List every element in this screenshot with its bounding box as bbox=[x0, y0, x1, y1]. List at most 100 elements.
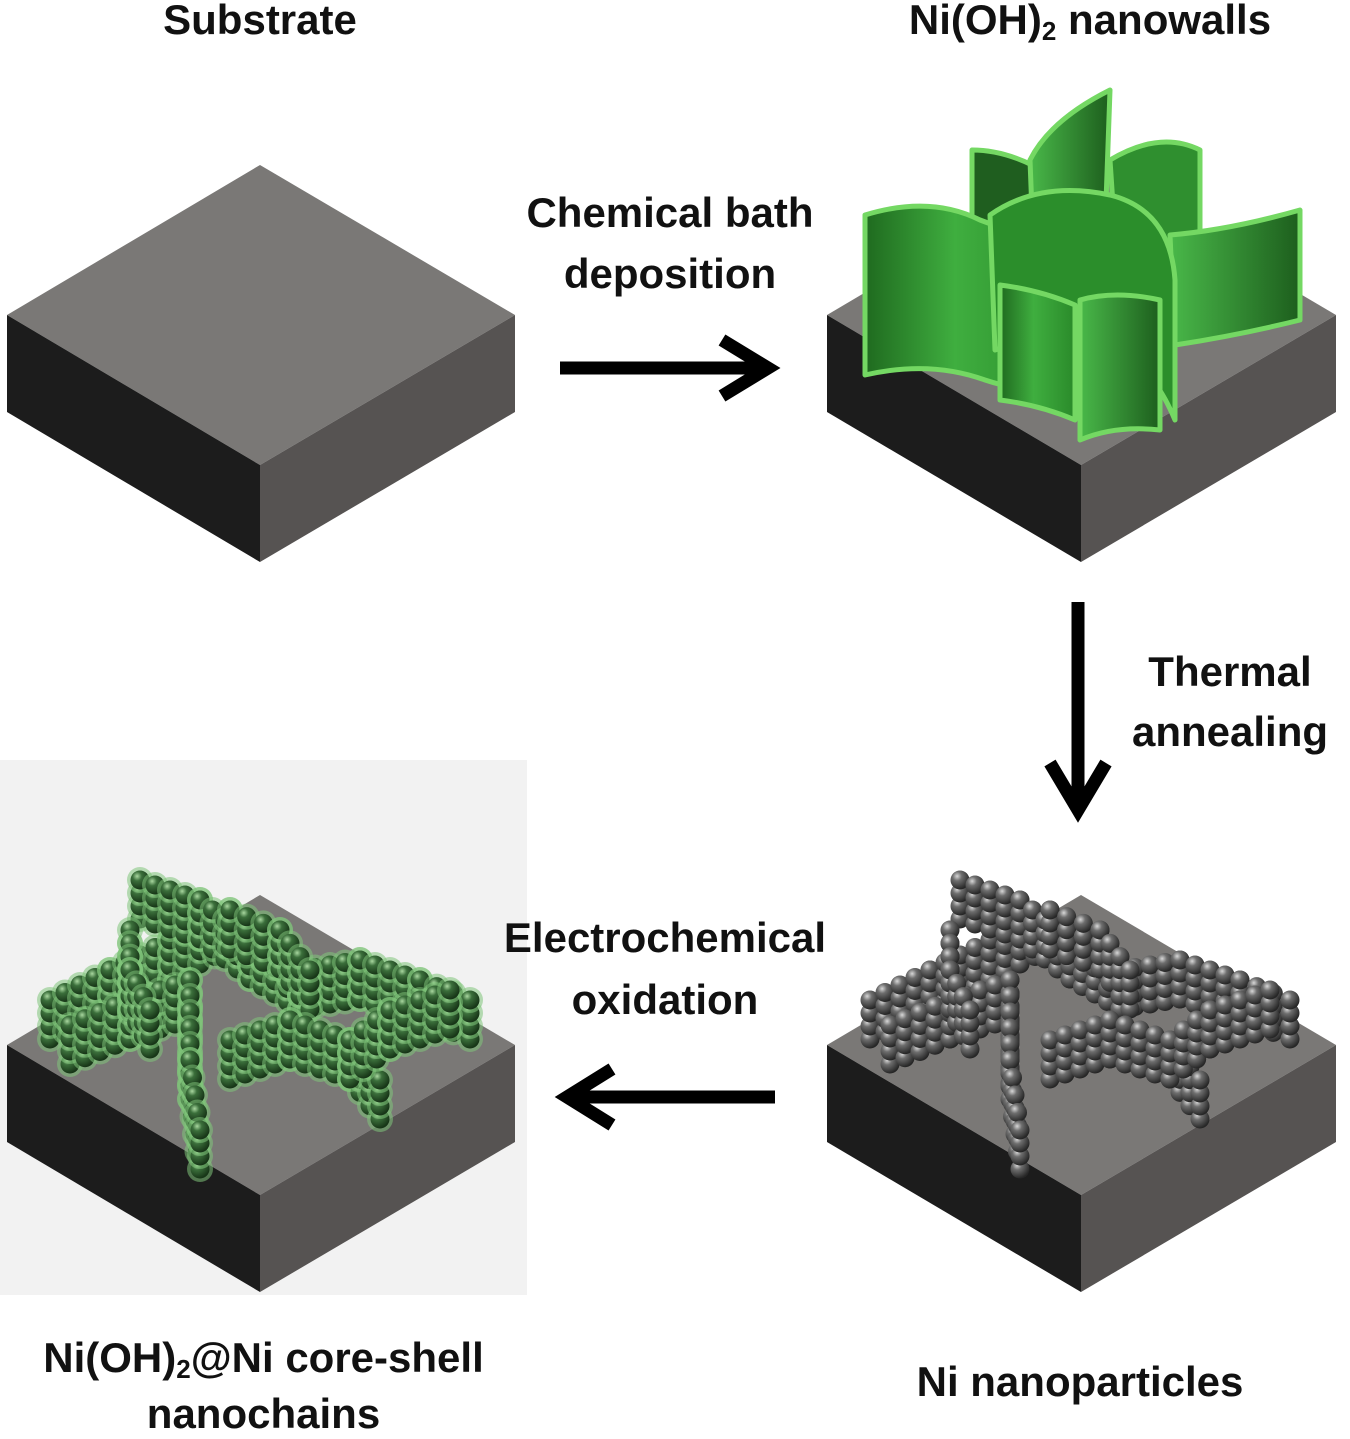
ni-nanoparticle-chains bbox=[860, 870, 1300, 1179]
ni-particle bbox=[980, 956, 1000, 976]
step3-label-line1: Electrochemical bbox=[503, 914, 827, 961]
ni-particle bbox=[1005, 1085, 1025, 1105]
ni-particle bbox=[880, 1041, 900, 1061]
ni-particle bbox=[960, 1039, 980, 1059]
ni-particle bbox=[910, 1016, 930, 1035]
nanowall-front-left bbox=[997, 282, 1078, 423]
nanowalls-label-post: nanowalls bbox=[1056, 0, 1272, 43]
arrow-left bbox=[554, 1063, 775, 1131]
ni-particle bbox=[1155, 953, 1175, 972]
ni-particle bbox=[1100, 1049, 1120, 1069]
ni-particle bbox=[1130, 1033, 1150, 1053]
ni-particle bbox=[1057, 933, 1077, 953]
ni-particle bbox=[1120, 999, 1140, 1019]
ni-particle bbox=[1280, 1016, 1300, 1036]
ni-particle bbox=[1140, 981, 1160, 1001]
core-shell-label-post: @Ni core-shell bbox=[190, 1334, 484, 1381]
ni-particle bbox=[1100, 933, 1120, 953]
ni-particle bbox=[1073, 952, 1093, 972]
ni-particle bbox=[1155, 979, 1175, 998]
ni-particle bbox=[1085, 1028, 1105, 1048]
ni-particle bbox=[1130, 1046, 1150, 1066]
ni-particle bbox=[985, 975, 1005, 995]
ni-particle bbox=[1245, 1024, 1265, 1044]
ni-particle bbox=[940, 920, 960, 940]
ni-particle bbox=[1200, 986, 1220, 1006]
ni-particle bbox=[1115, 1015, 1135, 1035]
ni-particle bbox=[890, 975, 910, 995]
ni-particle bbox=[1057, 920, 1077, 940]
ni-particle bbox=[1115, 1054, 1135, 1074]
ni-particle bbox=[995, 924, 1015, 944]
ni-particle bbox=[1260, 1019, 1280, 1039]
ni-particle bbox=[1260, 980, 1280, 1000]
ni-particle bbox=[1000, 1034, 1020, 1054]
ni-particle bbox=[940, 947, 960, 967]
ni-particle bbox=[985, 988, 1005, 1008]
ni-particle bbox=[925, 1022, 945, 1042]
ni-particle bbox=[1280, 1003, 1300, 1023]
ni-particle bbox=[1008, 1103, 1027, 1122]
step2-label-line2: annealing bbox=[1131, 708, 1329, 755]
ni-particle bbox=[1215, 978, 1235, 998]
ni-particle bbox=[1085, 1015, 1105, 1035]
ni-particle bbox=[1200, 960, 1220, 980]
core-particle bbox=[440, 980, 460, 1000]
ni-particle bbox=[1120, 960, 1140, 980]
ni-particle bbox=[1185, 981, 1205, 1001]
ni-particle bbox=[1185, 968, 1205, 988]
core-shell-label-line1: Ni(OH)2@Ni core-shell bbox=[0, 1333, 527, 1383]
ni-particle bbox=[1073, 926, 1093, 946]
ni-nanoparticles-label: Ni nanoparticles bbox=[916, 1358, 1244, 1405]
ni-particle bbox=[980, 943, 1000, 963]
ni-particle bbox=[1200, 1026, 1220, 1046]
ni-particle bbox=[905, 981, 925, 1000]
ni-particle bbox=[1280, 990, 1300, 1010]
arrow-down bbox=[1044, 602, 1112, 823]
ni-particle bbox=[1230, 970, 1250, 990]
ni-particle bbox=[1160, 1069, 1180, 1089]
ni-particle bbox=[1190, 1070, 1210, 1090]
ni-particle bbox=[1057, 907, 1077, 927]
ni-particle bbox=[920, 960, 940, 980]
ni-particle bbox=[1230, 1016, 1250, 1036]
ni-particle bbox=[1000, 986, 1020, 1006]
substrate-right-face bbox=[260, 315, 515, 562]
ni-particle bbox=[1185, 955, 1205, 975]
ni-particle bbox=[880, 1015, 900, 1035]
ni-particle bbox=[965, 951, 985, 970]
ni-particle bbox=[1010, 1133, 1030, 1153]
ni-particle bbox=[910, 1003, 930, 1022]
ni-particle bbox=[960, 1000, 980, 1020]
ni-particle bbox=[1000, 1002, 1020, 1022]
ni-particle bbox=[1170, 976, 1190, 996]
substrate-label: Substrate bbox=[163, 0, 357, 43]
ni-particle bbox=[895, 1035, 915, 1055]
ni-particle bbox=[1110, 947, 1130, 967]
ni-particle bbox=[960, 1013, 980, 1033]
ni-particle bbox=[1230, 1029, 1250, 1049]
ni-particle bbox=[950, 870, 970, 890]
ni-particle bbox=[1245, 998, 1265, 1018]
core-particle bbox=[140, 1000, 160, 1020]
ni-particle bbox=[1245, 1011, 1265, 1031]
ni-substrate-left bbox=[827, 1045, 1081, 1292]
ni-particle bbox=[1000, 1018, 1020, 1038]
ni-particle bbox=[1115, 1028, 1135, 1048]
core-shell-substrate-right bbox=[260, 1045, 515, 1292]
ni-particle bbox=[1155, 966, 1175, 985]
ni-particle bbox=[965, 964, 985, 983]
arrow-right bbox=[560, 334, 781, 402]
substrate-block bbox=[7, 165, 515, 562]
ni-particle bbox=[980, 919, 1000, 939]
ni-particle bbox=[1200, 1000, 1220, 1020]
nanowalls-label-pre: Ni(OH) bbox=[908, 0, 1042, 43]
ni-particle bbox=[910, 1029, 930, 1048]
ni-particle bbox=[910, 1042, 930, 1061]
ni-particle bbox=[1073, 939, 1093, 959]
ni-particle bbox=[1170, 963, 1190, 983]
ni-particle bbox=[880, 1028, 900, 1048]
nanowalls-substrate-right bbox=[1081, 315, 1336, 562]
ni-particle bbox=[1215, 1021, 1235, 1041]
ni-particle bbox=[880, 1054, 900, 1074]
